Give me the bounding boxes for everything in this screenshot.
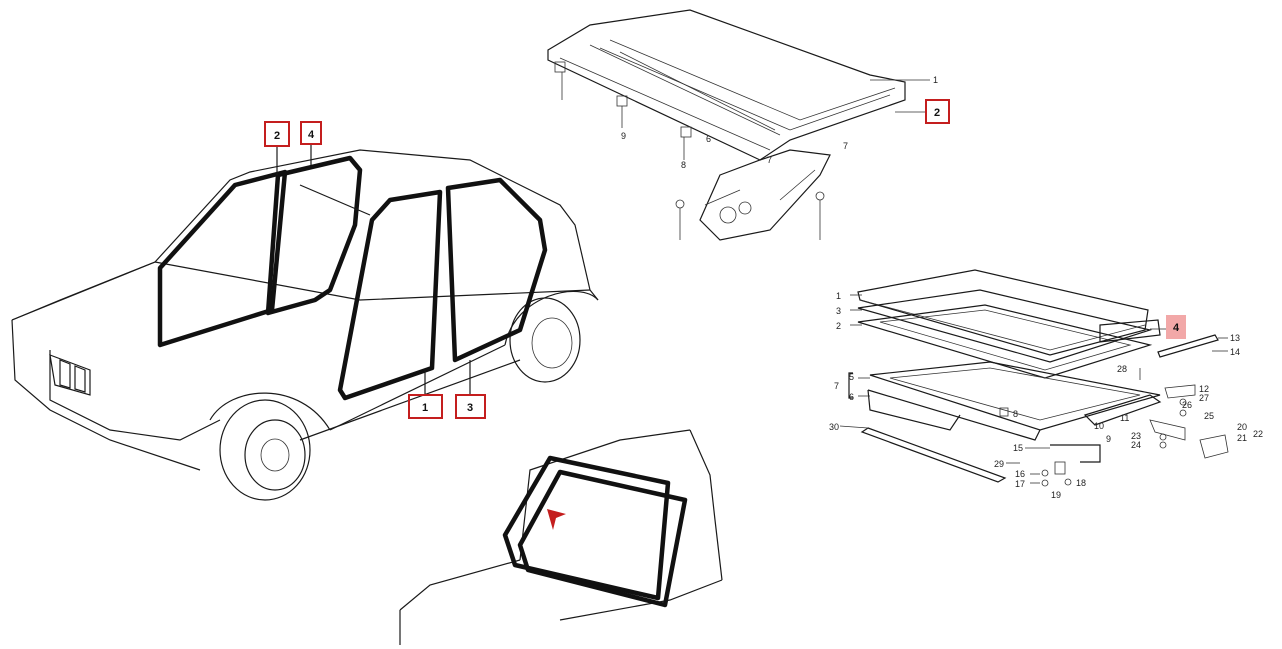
callout-box-1: [408, 394, 443, 419]
roof-label-7a: 7: [767, 155, 772, 165]
sunroof-label-23: 23: [1131, 431, 1141, 441]
sunroof-label-9: 9: [1106, 434, 1111, 444]
sunroof-label-26: 26: [1182, 400, 1192, 410]
sunroof-label-24: 24: [1131, 440, 1141, 450]
car-side-view: 2 4 1 3: [11, 121, 599, 501]
roof-label-9: 9: [621, 131, 626, 141]
roof-label-7b: 7: [843, 141, 848, 151]
sunroof-label-14: 14: [1230, 347, 1240, 357]
sunroof-label-16: 16: [1015, 469, 1025, 479]
sunroof-label-4: 4: [1173, 322, 1180, 334]
callout-label-3: 3: [467, 402, 473, 414]
sunroof-label-1: 1: [836, 291, 841, 301]
front-door-seal: [337, 189, 443, 401]
sunroof-label-8: 8: [1013, 409, 1018, 419]
front-door-window-seal: [265, 155, 363, 316]
roof-label-1: 1: [933, 75, 938, 85]
sunroof-label-20: 20: [1237, 422, 1247, 432]
arrow-marker-icon: [547, 509, 566, 530]
sunroof-callout-box-4: [1166, 315, 1186, 339]
sunroof-label-11: 11: [1120, 413, 1129, 423]
sunroof-label-10: 10: [1094, 421, 1104, 431]
roof-view: 1 2 9 8 6 7 7: [547, 9, 950, 241]
callout-label-1: 1: [422, 402, 428, 414]
sunroof-label-28: 28: [1117, 364, 1127, 374]
sunroof-label-30: 30: [829, 422, 839, 432]
callout-box-3: [455, 394, 486, 419]
rear-window-outer-seal: [502, 455, 671, 601]
sunroof-exploded-view: 1 3 2 7 5 6 30 4 13 14 28 12 27 26 25 8 …: [829, 269, 1263, 500]
roof-label-6: 6: [706, 134, 711, 144]
sunroof-label-5: 5: [849, 372, 854, 382]
callout-box-2: [264, 121, 290, 147]
sunroof-label-12: 12: [1199, 384, 1209, 394]
roof-callout-box-2: [925, 99, 950, 124]
callout-label-4: 4: [308, 129, 315, 141]
sunroof-label-2: 2: [836, 321, 841, 331]
sunroof-label-13: 13: [1230, 333, 1240, 343]
rear-window-view: [399, 429, 723, 645]
callout-label-2: 2: [274, 130, 280, 142]
roof-label-8: 8: [681, 160, 686, 170]
sunroof-label-29: 29: [994, 459, 1004, 469]
sunroof-label-19: 19: [1051, 490, 1061, 500]
roof-label-2: 2: [934, 107, 940, 119]
sunroof-label-21: 21: [1237, 433, 1247, 443]
rear-door-seal: [445, 177, 548, 363]
windshield-seal: [157, 169, 288, 348]
sunroof-label-7: 7: [834, 381, 839, 391]
sunroof-label-27: 27: [1199, 393, 1209, 403]
sunroof-label-3: 3: [836, 306, 841, 316]
rear-window-inner-seal: [517, 469, 688, 608]
sunroof-label-25: 25: [1204, 411, 1214, 421]
sunroof-label-22: 22: [1253, 429, 1263, 439]
sunroof-label-17: 17: [1015, 479, 1025, 489]
sunroof-label-15: 15: [1013, 443, 1023, 453]
sunroof-label-18: 18: [1076, 478, 1086, 488]
sunroof-label-6: 6: [849, 392, 854, 402]
callout-box-4: [300, 121, 322, 145]
